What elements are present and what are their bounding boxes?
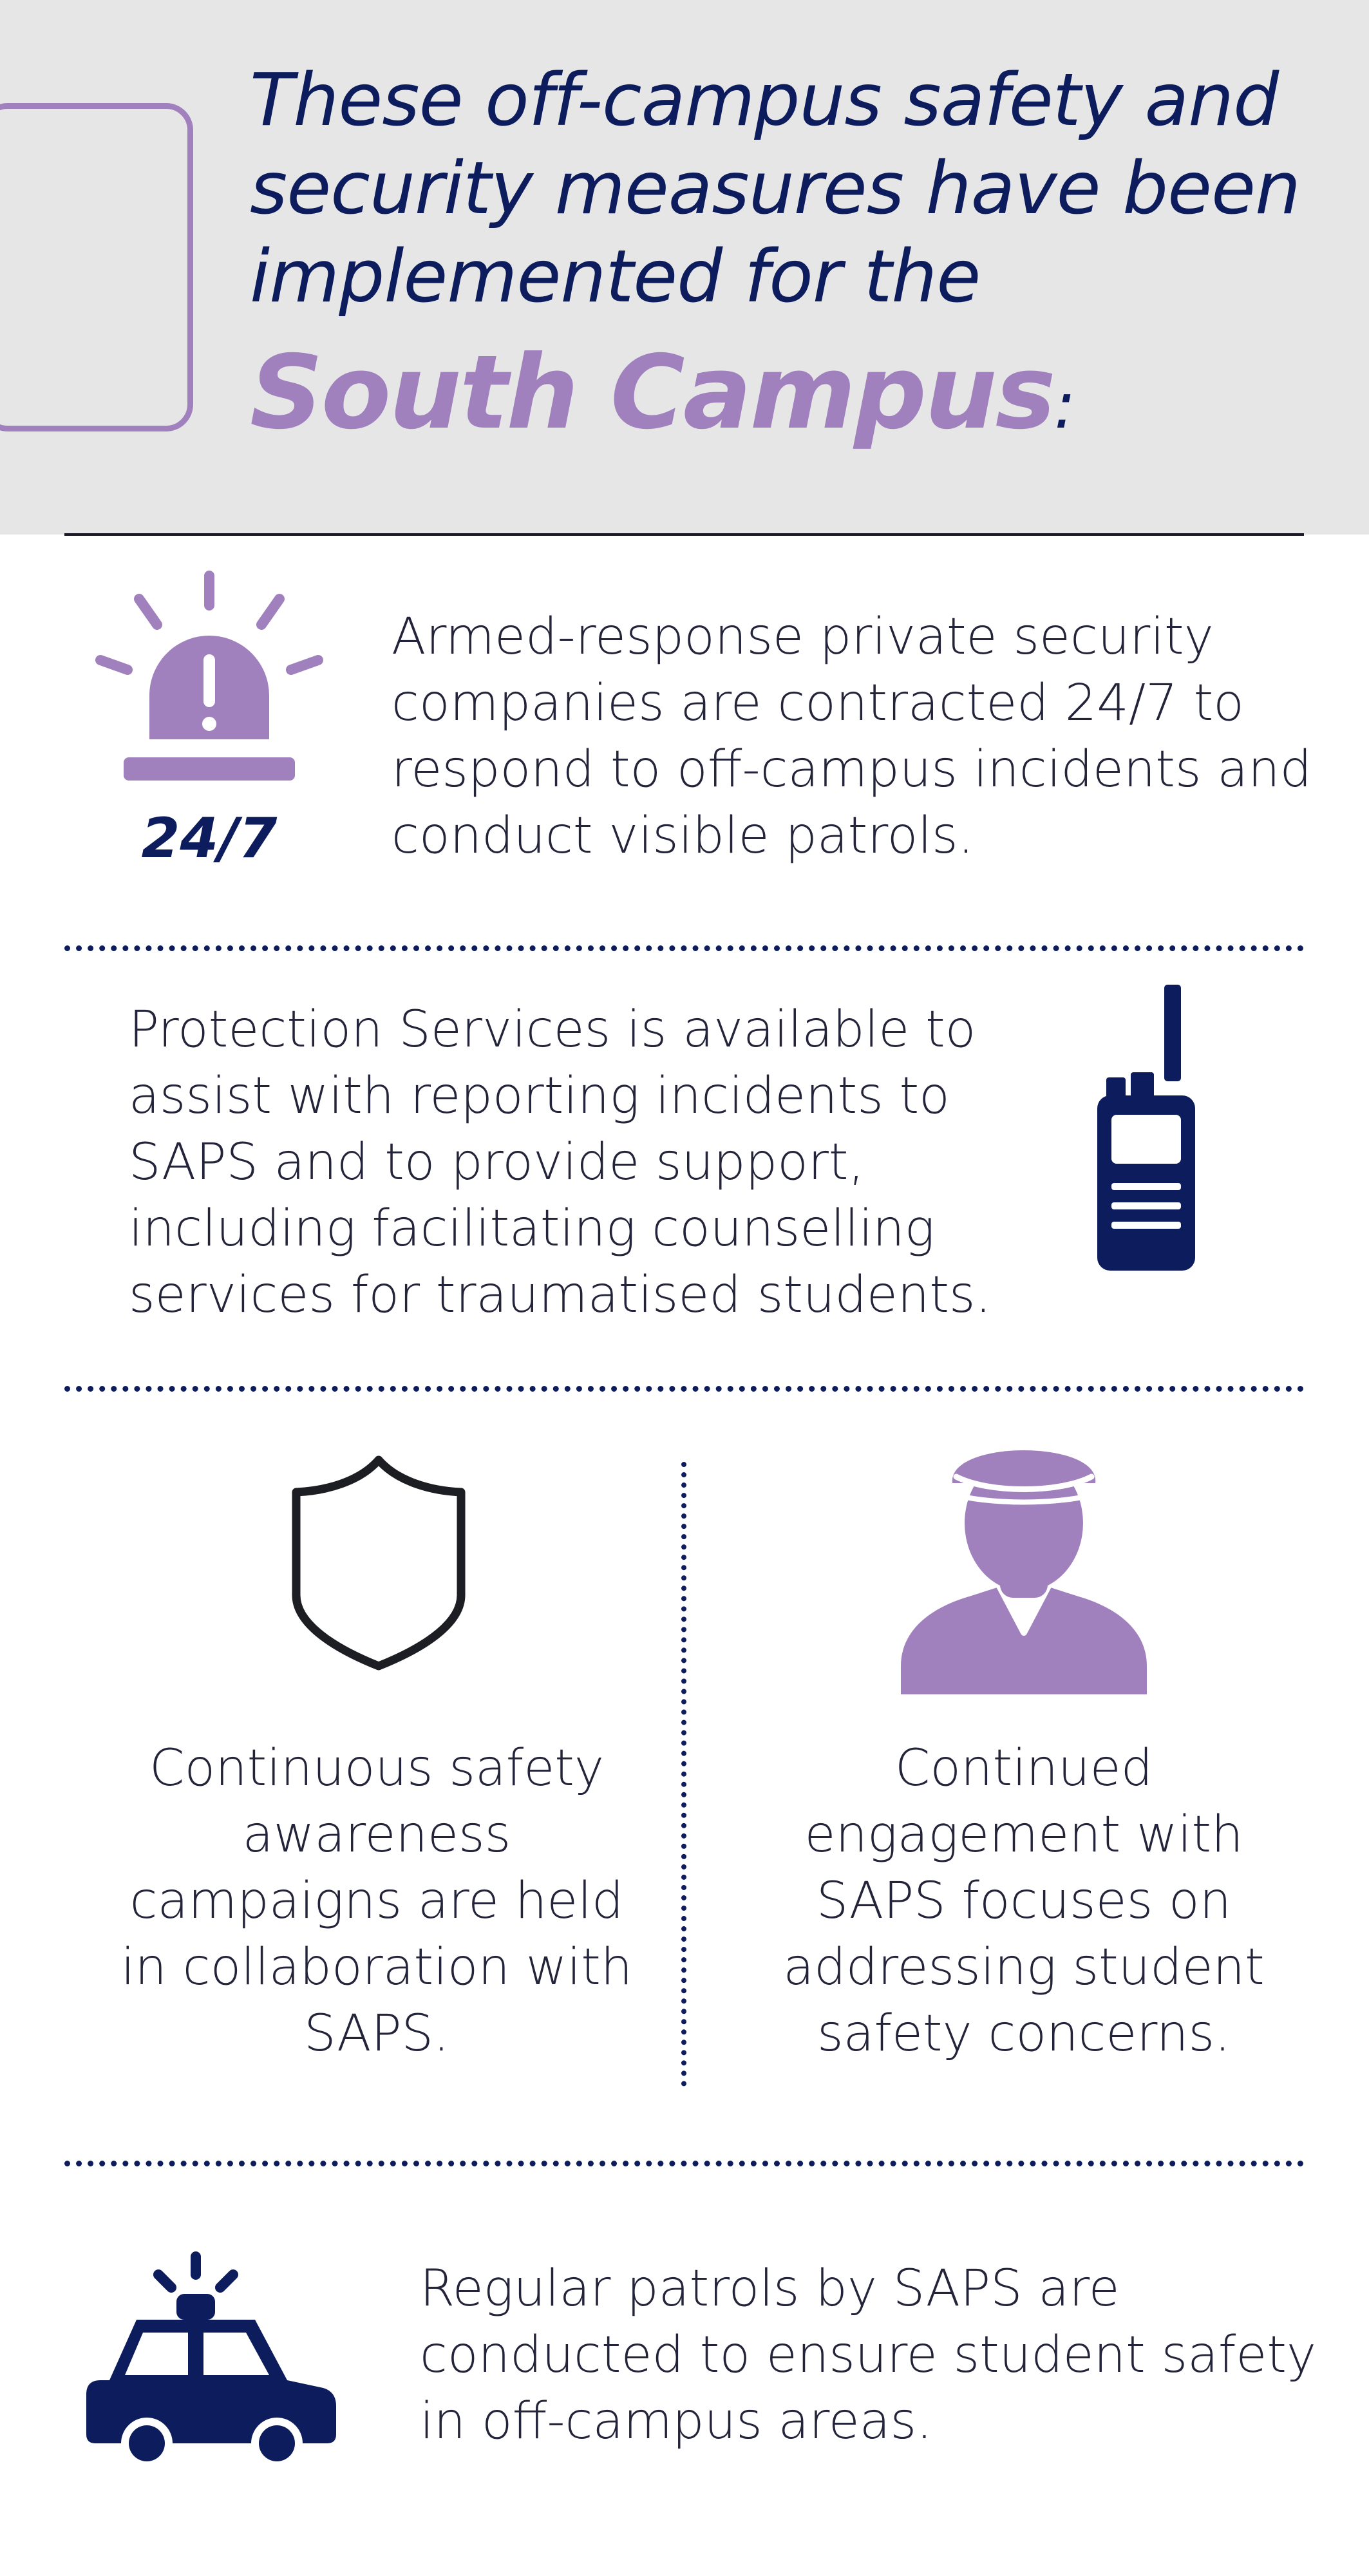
headline: These off-campus safety and security mea… [250, 59, 1301, 319]
armed-response-text: Armed-response private security companie… [392, 608, 1312, 865]
siren-icon [95, 571, 323, 781]
header-panel [0, 0, 1369, 535]
protection-services-text: Protection Services is available to assi… [129, 1001, 992, 1324]
police-officer-icon [901, 1450, 1147, 1694]
section-divider [64, 1386, 1304, 1392]
awareness-campaigns-text: Continuous safety awareness campaigns ar… [120, 1739, 633, 2063]
header-divider [64, 533, 1304, 536]
section-divider [64, 2161, 1304, 2166]
police-car-icon [86, 2251, 336, 2467]
decorative-bracket [0, 103, 193, 431]
column-divider [681, 1462, 686, 2087]
two-way-radio-icon [1097, 985, 1195, 1271]
label-24-7: 24/7 [141, 806, 278, 871]
campus-name: South Campus [250, 334, 1056, 452]
headline-highlight-line: South Campus: [250, 334, 1345, 452]
saps-patrols-text: Regular patrols by SAPS are conducted to… [420, 2260, 1317, 2450]
shield-icon [292, 1455, 466, 1671]
section-divider [64, 945, 1304, 951]
headline-colon: : [1053, 368, 1076, 443]
saps-engagement-text: Continued engagement with SAPS focuses o… [783, 1739, 1265, 2063]
